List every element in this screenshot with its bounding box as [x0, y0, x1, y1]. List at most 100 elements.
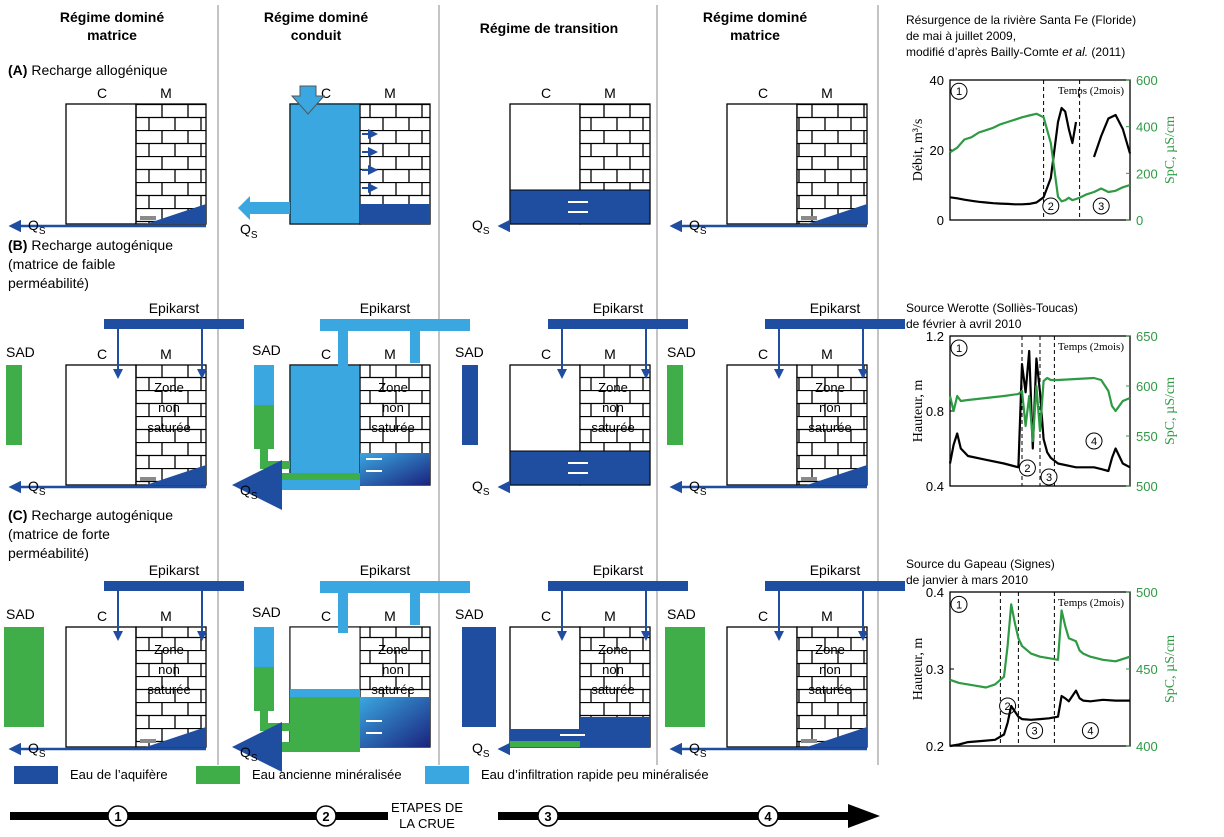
chart-1: Résurgence de la rivière Santa Fe (Flori… [906, 13, 1178, 228]
row-c-label: (C) Recharge autogénique [8, 507, 173, 523]
qs-label: QS [689, 740, 707, 760]
conduit-label: C [541, 608, 551, 624]
conduit-box [65, 103, 137, 225]
y-left-tick: 40 [930, 73, 944, 88]
zone-label-2: non [819, 662, 841, 677]
qs-label: QS [472, 740, 490, 760]
outflow-arrow [238, 196, 290, 220]
y-right-tick: 200 [1136, 166, 1158, 181]
timeline-label-line2: LA CRUE [399, 816, 455, 831]
timeline-label-line1: ETAPES DE [391, 800, 463, 815]
sad-old-water [254, 667, 274, 711]
zone-label-1: Zone [154, 642, 184, 657]
zone-label-3: saturée [147, 682, 190, 697]
chart-title-line1: Source Werotte (Solliès-Toucas) [906, 301, 1078, 315]
charts: Résurgence de la rivière Santa Fe (Flori… [906, 13, 1178, 754]
aquifer-water-wedge [146, 204, 206, 224]
col3-header-line1: Régime de transition [480, 20, 618, 36]
stage-circle [1040, 468, 1058, 486]
zone-label-2: non [602, 400, 624, 415]
chart-title-line3: modifié d’après Bailly-Comte et al. (201… [906, 45, 1125, 59]
row-c-line2: (matrice de forte [8, 526, 110, 542]
x-annotation: Temps (2mois) [1058, 85, 1124, 97]
epikarst-bar [765, 581, 905, 591]
epikarst-bar [104, 319, 244, 329]
row-a-label: (A) Recharge allogénique [8, 62, 168, 78]
y-left-tick: 0.4 [926, 479, 944, 494]
conduit-label: C [541, 85, 551, 101]
conduit-label: C [321, 85, 331, 101]
zone-label-3: saturée [147, 420, 190, 435]
zone-label-3: saturée [808, 420, 851, 435]
epikarst-label: Epikarst [593, 300, 644, 316]
sad-old-water [254, 405, 274, 449]
y-left-tick: 0.2 [926, 739, 944, 754]
zone-label-2: non [382, 400, 404, 415]
chart-title-line2: de mai à juillet 2009, [906, 29, 1016, 43]
aquifer-water [509, 450, 651, 486]
series-spc-line [949, 112, 1131, 203]
zone-label-3: saturée [808, 682, 851, 697]
matrix-label: M [821, 608, 833, 624]
y-right-tick: 0 [1136, 213, 1143, 228]
matrix-label: M [604, 85, 616, 101]
y-right-tick: 500 [1136, 479, 1158, 494]
conduit-label: C [97, 85, 107, 101]
zone-label-1: Zone [154, 380, 184, 395]
stage-circle [950, 82, 968, 100]
matrix-box [135, 364, 207, 486]
matrix-label: M [604, 608, 616, 624]
y-right-tick: 600 [1136, 73, 1158, 88]
row-b-line3: perméabilité) [8, 275, 89, 291]
infiltration-arrow-m [410, 593, 420, 625]
stage-number: 2 [1048, 201, 1054, 213]
qs-label: QS [240, 744, 258, 764]
row-b-label: (B) Recharge autogénique [8, 237, 173, 253]
y-right-tick: 650 [1136, 329, 1158, 344]
matrix-water [580, 717, 650, 747]
sad-box [462, 627, 496, 727]
timeline-step-number: 3 [544, 809, 551, 824]
stage-number: 4 [1091, 436, 1097, 448]
chart-2: Source Werotte (Solliès-Toucas)de févrie… [906, 301, 1178, 494]
sad-box [665, 627, 705, 727]
zone-label-3: saturée [591, 682, 634, 697]
qs-label: QS [472, 478, 490, 498]
conduit-label: C [321, 608, 331, 624]
conduit-label: C [758, 346, 768, 362]
epikarst-label: Epikarst [360, 562, 411, 578]
legend-label-aquifer: Eau de l’aquifère [70, 767, 168, 782]
matrix-box [796, 103, 868, 225]
sad-fast-water [254, 627, 274, 667]
qs-label: QS [689, 217, 707, 237]
matrix-label: M [821, 346, 833, 362]
y-left-tick: 0 [937, 213, 944, 228]
stage-number: 1 [956, 599, 962, 611]
y-left-tick: 20 [930, 143, 944, 158]
chart-title-line2: de janvier à mars 2010 [906, 573, 1028, 587]
y-left-tick: 0.3 [926, 662, 944, 677]
zone-label-1: Zone [598, 642, 628, 657]
y-right-label: SpC, µS/cm [1163, 635, 1178, 703]
legend-swatch-aquifer [14, 766, 58, 784]
qs-label: QS [28, 478, 46, 498]
infiltration-arrow-c [338, 593, 348, 633]
sad-box [6, 365, 22, 445]
conduit-water [289, 364, 361, 486]
conduit-label: C [97, 608, 107, 624]
stage-circle [1042, 197, 1060, 215]
sad-fast-water [254, 365, 274, 405]
fast-water-layer [290, 689, 360, 697]
old-water-outflow [270, 473, 360, 483]
qs-label: QS [689, 478, 707, 498]
legend-label-old-water: Eau ancienne minéralisée [252, 767, 402, 782]
aquifer-water-wedge [807, 204, 867, 224]
zone-label-1: Zone [815, 380, 845, 395]
timeline-step-circle [107, 805, 129, 827]
infiltration-arrow-m [410, 331, 420, 363]
